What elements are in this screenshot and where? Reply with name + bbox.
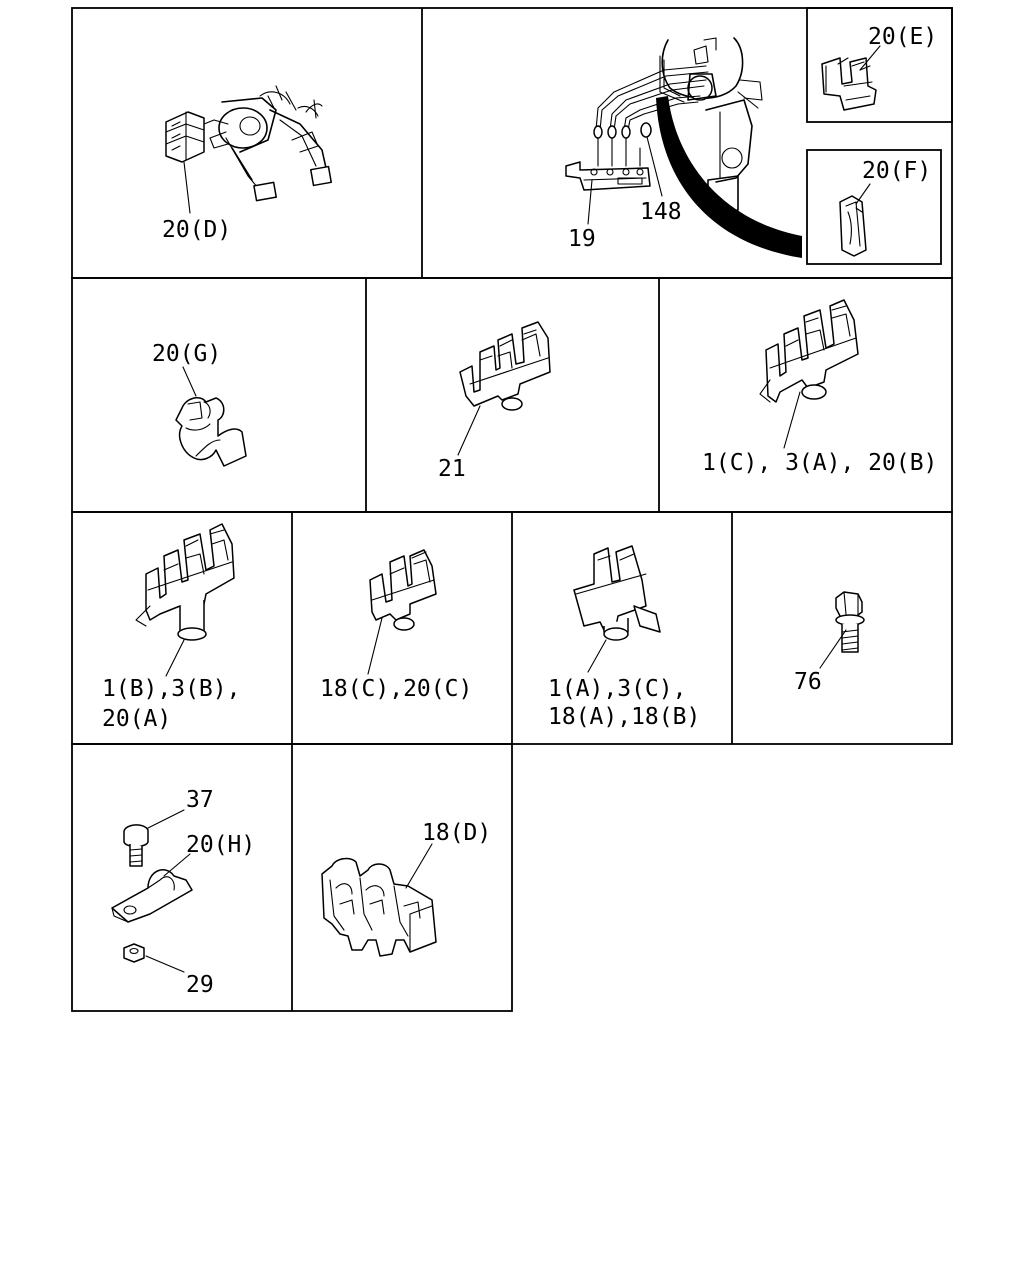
leader-1a (587, 639, 607, 673)
panel-clip-1b: 1(B),3(B), 20(A) (102, 523, 240, 732)
leader-1b (165, 639, 185, 677)
leader-19 (587, 179, 593, 225)
label-29: 29 (186, 972, 214, 998)
panel-brake-lines: 148 19 (565, 37, 802, 258)
panel-clip-20g: 20(G) (152, 341, 247, 467)
label-1c: 1(C), 3(A), 20(B) (702, 450, 937, 476)
leader-20h (163, 853, 191, 877)
label-19: 19 (568, 226, 596, 252)
panel-clip-1a: 1(A),3(C), 18(A),18(B) (548, 545, 700, 730)
leader-148 (646, 136, 663, 197)
label-20e: 20(E) (868, 24, 937, 50)
panel-pedal-assembly: 20(D) (162, 85, 333, 243)
panel-clip-20e: 20(E) (821, 24, 937, 111)
leader-18d (405, 843, 433, 889)
leader-37 (147, 809, 185, 829)
brake-lines-drawing (595, 55, 709, 131)
panel-clip-18d: 18(D) (321, 820, 491, 957)
clip-20d-drawing (165, 111, 215, 163)
label-18c: 18(C),20(C) (320, 676, 472, 702)
label-1a-line1: 1(A),3(C), (548, 676, 686, 702)
junction-block-drawing (565, 122, 652, 191)
leader-18c (367, 617, 383, 675)
label-37: 37 (186, 787, 214, 813)
hose-drawing (656, 96, 802, 258)
panel-clip-18c: 18(C),20(C) (320, 549, 472, 702)
leader-20e (859, 45, 881, 71)
leader-76 (819, 629, 847, 669)
label-20f: 20(F) (862, 158, 931, 184)
panel-clip-1c: 1(C), 3(A), 20(B) (702, 299, 937, 476)
leader-20f (855, 183, 871, 205)
leader-1c (783, 391, 801, 449)
label-1a-line2: 18(A),18(B) (548, 704, 700, 730)
label-76: 76 (794, 669, 822, 695)
label-20d: 20(D) (162, 217, 231, 243)
panel-bolt-76: 76 (794, 591, 865, 695)
panel-frames (71, 7, 953, 1012)
panel-clip-20f: 20(F) (839, 158, 931, 257)
panel-clip-21: 21 (438, 321, 551, 482)
leader-29 (145, 955, 185, 973)
label-20h: 20(H) (186, 832, 255, 858)
label-1b-line2: 20(A) (102, 706, 171, 732)
leader-21 (457, 405, 481, 456)
label-148: 148 (640, 199, 682, 225)
master-cylinder-drawing (661, 37, 763, 215)
leader-20g (182, 366, 197, 397)
label-20g: 20(G) (152, 341, 221, 367)
leader-20d (183, 161, 191, 214)
label-21: 21 (438, 456, 466, 482)
pedal-assembly-drawing (209, 85, 333, 202)
panel-clamp-20h: 37 20(H) 29 (111, 787, 255, 998)
label-18d: 18(D) (422, 820, 491, 846)
label-1b-line1: 1(B),3(B), (102, 676, 240, 702)
